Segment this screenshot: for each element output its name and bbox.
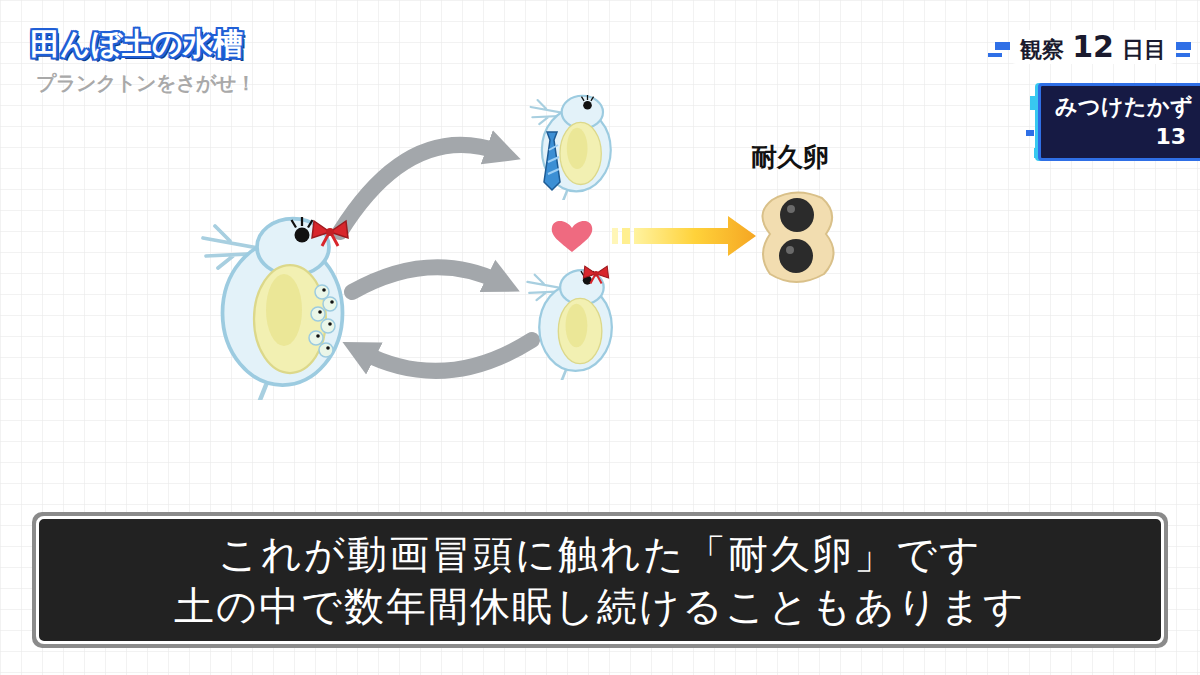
- video-subtitle: プランクトンをさがせ！: [36, 70, 256, 97]
- caption-box-text: これが動画冒頭に触れた「耐久卵」です 土の中で数年間休眠し続けることもあります: [150, 528, 1050, 632]
- video-title: 田んぼ土の水槽: [30, 24, 243, 65]
- found-counter-text: 13: [1055, 122, 1186, 152]
- egg-label: 耐久卵: [751, 140, 829, 175]
- day-band-text: 12: [1072, 30, 1114, 64]
- caption-box: これが動画冒頭に触れた「耐久卵」です 土の中で数年間休眠し続けることもあります: [36, 516, 1164, 644]
- day-band-text: 観察: [1020, 33, 1064, 67]
- found-counter: みつけたかず13: [1038, 83, 1200, 161]
- day-band: 観察12日目: [1010, 30, 1176, 64]
- found-counter-text: みつけたかず: [1055, 92, 1186, 122]
- day-band-text: 日目: [1122, 33, 1166, 67]
